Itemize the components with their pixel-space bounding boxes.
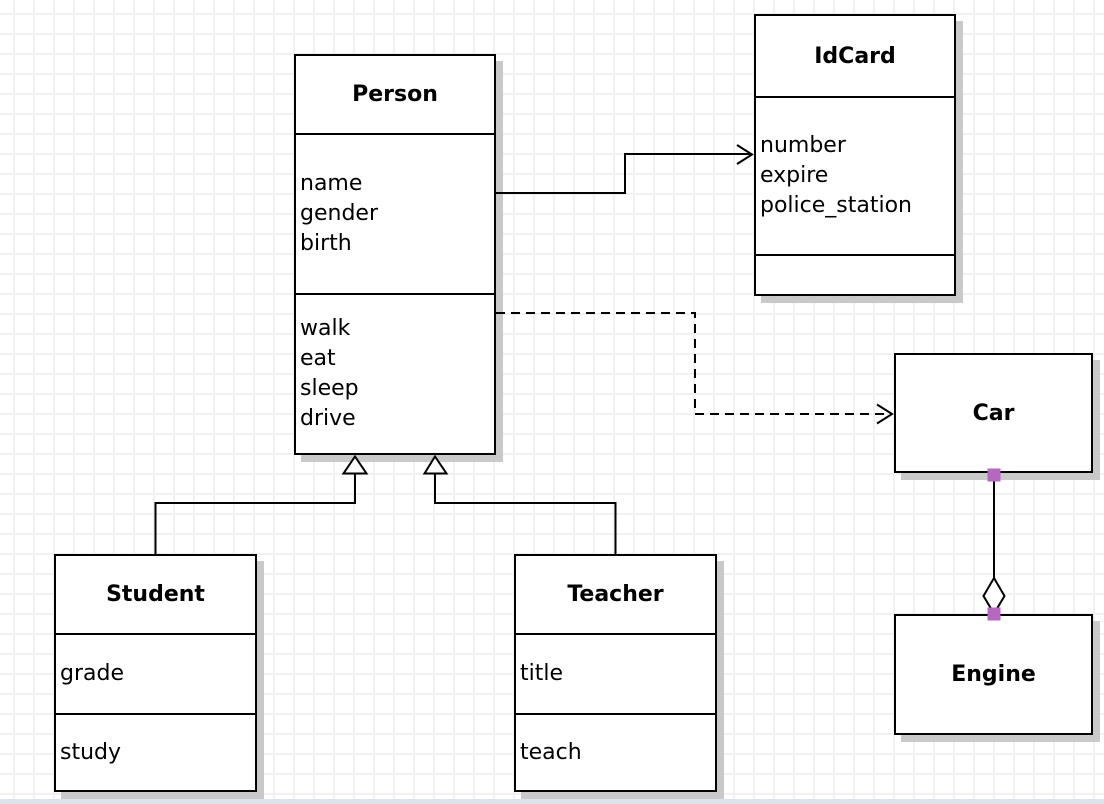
edge-generalization-student-person[interactable] [154, 454, 369, 555]
class-teacher-methods-section: teach [516, 713, 715, 790]
attribute-row: gender [300, 201, 378, 226]
attribute-row: number [760, 133, 846, 158]
class-engine-title: Engine [951, 662, 1036, 687]
generalization-line[interactable] [434, 474, 617, 554]
edge-generalization-teacher-person[interactable] [422, 454, 617, 555]
class-idcard[interactable]: IdCard number expire police_station [754, 14, 956, 296]
method-row: sleep [300, 376, 359, 401]
open-arrowhead-icon [736, 144, 754, 165]
method-row: study [60, 739, 122, 765]
attribute-row: name [300, 171, 363, 196]
class-engine[interactable]: Engine [894, 614, 1093, 735]
method-row: walk [300, 316, 351, 341]
class-teacher-attributes-section: title [516, 633, 715, 713]
hollow-triangle-arrowhead-icon [341, 454, 369, 475]
attribute-row: birth [300, 231, 352, 256]
dependency-line[interactable] [496, 312, 889, 415]
class-person-methods-section: walk eat sleep drive [296, 293, 494, 453]
attribute-row: title [520, 661, 564, 686]
connection-handle[interactable] [987, 468, 1001, 482]
edge-association-person-idcard[interactable] [496, 144, 754, 194]
class-car-title: Car [972, 400, 1015, 426]
connection-handle[interactable] [987, 607, 1001, 621]
class-person-title: Person [352, 82, 438, 107]
class-idcard-attributes-section: number expire police_station [756, 96, 954, 254]
edge-aggregation-car-engine[interactable] [982, 468, 1006, 621]
class-student-methods-section: study [56, 713, 255, 790]
association-line[interactable] [496, 153, 750, 194]
class-idcard-title: IdCard [814, 43, 896, 69]
method-row: drive [300, 406, 356, 431]
class-teacher[interactable]: Teacher title teach [514, 554, 717, 792]
class-student-attributes-section: grade [56, 633, 255, 713]
open-arrowhead-icon [876, 403, 894, 425]
class-person[interactable]: Person name gender birth walk eat sleep … [294, 54, 496, 455]
class-person-attributes-section: name gender birth [296, 133, 494, 293]
class-idcard-methods-section [756, 254, 954, 294]
hollow-triangle-arrowhead-icon [422, 454, 449, 475]
canvas-bottom-edge [0, 799, 1104, 804]
attribute-row: grade [60, 661, 124, 686]
method-row: teach [520, 739, 582, 765]
class-car[interactable]: Car [894, 353, 1093, 473]
attribute-row: police_station [760, 193, 912, 218]
method-row: eat [300, 346, 336, 371]
edge-dependency-person-car[interactable] [496, 312, 894, 425]
attribute-row: expire [760, 163, 829, 188]
generalization-line[interactable] [154, 474, 356, 554]
class-student-title: Student [106, 582, 205, 607]
class-teacher-title: Teacher [567, 582, 664, 607]
class-student[interactable]: Student grade study [54, 554, 257, 792]
